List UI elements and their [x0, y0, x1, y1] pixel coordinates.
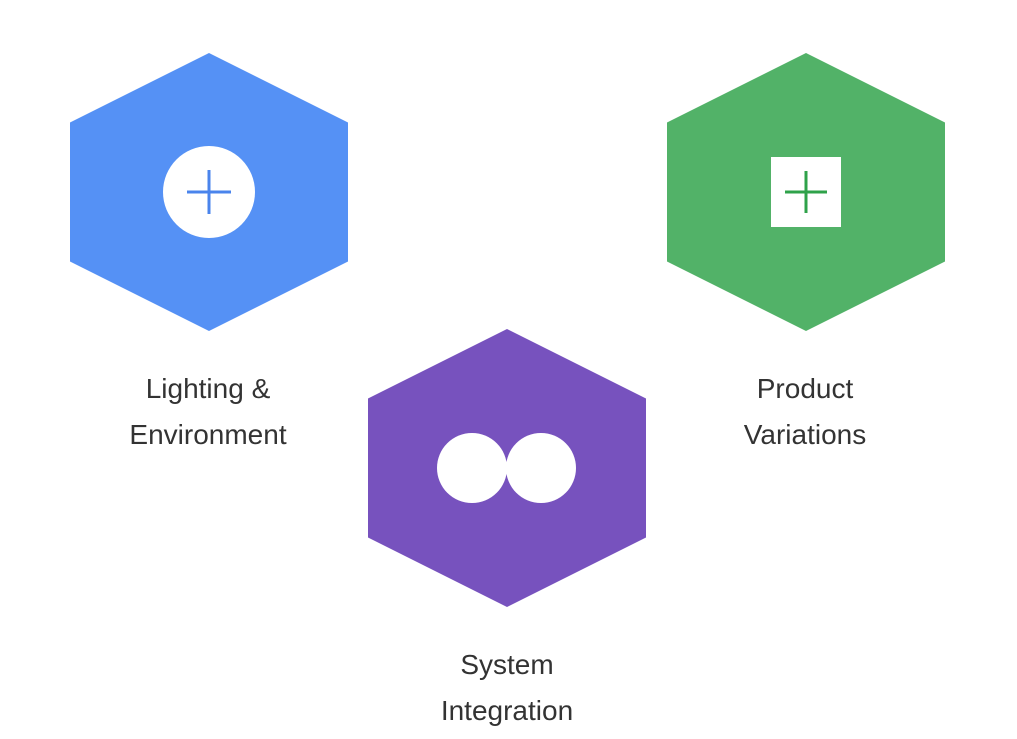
node-label-line: Variations: [743, 419, 867, 450]
node-label-system-integration: System Integration: [357, 642, 657, 734]
plus-circle-icon: [163, 146, 255, 238]
node-label-line: Environment: [129, 419, 287, 450]
hexagon-system-integration: [368, 329, 646, 607]
node-label-line: System: [460, 649, 554, 680]
node-label-product-variations: Product Variations: [655, 366, 955, 458]
hexagon-lighting-environment: [70, 53, 348, 331]
plus-square-icon: [771, 157, 841, 227]
node-label-line: Product: [756, 373, 854, 404]
two-circles-icon: [437, 433, 576, 503]
node-label-line: Lighting &: [145, 373, 271, 404]
hexagon-product-variations: [667, 53, 945, 331]
node-label-line: Integration: [440, 695, 574, 726]
node-label-lighting-environment: Lighting & Environment: [58, 366, 358, 458]
